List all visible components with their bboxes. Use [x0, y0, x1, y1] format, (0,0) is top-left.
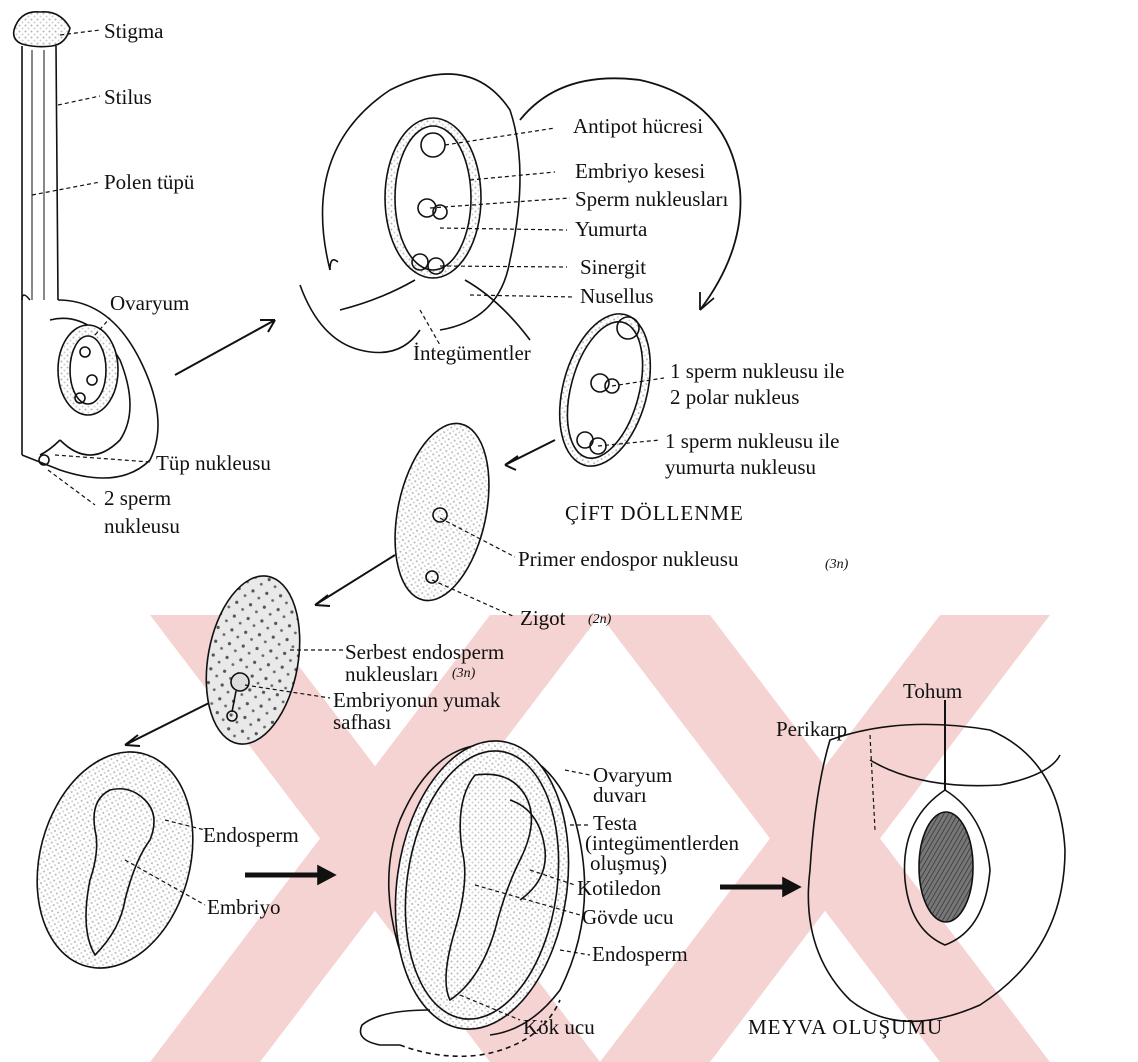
label-tohum: Tohum [903, 680, 962, 702]
label-kok-ucu: Kök ucu [523, 1016, 595, 1038]
label-ovaryum-duvari-line2: duvarı [593, 784, 647, 806]
label-yumak-line1: Embriyonun yumak [333, 689, 500, 711]
label-yumurta: Yumurta [575, 218, 647, 240]
label-embriyo: Embriyo [207, 896, 281, 918]
label-polen-tupu: Polen tüpü [104, 171, 194, 193]
label-govde-ucu: Gövde ucu [582, 906, 674, 928]
label-serbest-line1: Serbest endosperm [345, 641, 504, 663]
label-kotiledon: Kotiledon [577, 877, 661, 899]
label-zigot: Zigot [520, 607, 566, 629]
label-cift-dollenme: ÇİFT DÖLLENME [565, 502, 744, 524]
label-polar-line2: 2 polar nukleus [670, 386, 799, 408]
pistil-drawing [14, 12, 158, 478]
label-yumak-line2: safhası [333, 711, 391, 733]
primary-endosperm-drawing [380, 415, 504, 609]
label-endosperm-right: Endosperm [592, 943, 688, 965]
seed-section-drawing [360, 730, 586, 1057]
label-nusellus: Nusellus [580, 285, 654, 307]
label-sinergit: Sinergit [580, 256, 646, 278]
label-meyva-olusumu: MEYVA OLUŞUMU [748, 1016, 943, 1038]
label-polar-line1: 1 sperm nukleusu ile [670, 360, 844, 382]
label-egg-line1: 1 sperm nukleusu ile [665, 430, 839, 452]
free-endosperm-drawing [194, 568, 312, 751]
label-integumentler: İntegümentler [413, 342, 531, 364]
label-2-sperm: 2 sperm [104, 487, 171, 509]
label-endosperm-left: Endosperm [203, 824, 299, 846]
label-stigma: Stigma [104, 20, 164, 42]
embryo-endosperm-drawing [14, 734, 216, 985]
label-serbest-line2: nukleusları [345, 663, 438, 685]
double-fertilization-drawing [544, 304, 666, 476]
label-ploidy-3n-b: (3n) [452, 667, 475, 682]
label-ovaryum: Ovaryum [110, 292, 189, 314]
label-primer-endospor: Primer endospor nukleusu [518, 548, 738, 570]
label-embriyo-kesesi: Embriyo kesesi [575, 160, 705, 182]
label-tup-nukleusu: Tüp nukleusu [156, 452, 271, 474]
label-sperm-nukleuslari: Sperm nukleusları [575, 188, 728, 210]
label-ploidy-3n-a: (3n) [825, 558, 848, 573]
label-perikarp: Perikarp [776, 718, 847, 740]
label-antipot: Antipot hücresi [573, 115, 703, 137]
label-egg-line2: yumurta nukleusu [665, 456, 816, 478]
ovule-drawing [300, 74, 530, 353]
label-testa-line3: oluşmuş) [590, 852, 667, 874]
label-2-sperm-nukleusu: nukleusu [104, 515, 180, 537]
label-ploidy-2n: (2n) [588, 613, 611, 628]
label-stilus: Stilus [104, 86, 152, 108]
fruit-drawing [808, 700, 1065, 1021]
